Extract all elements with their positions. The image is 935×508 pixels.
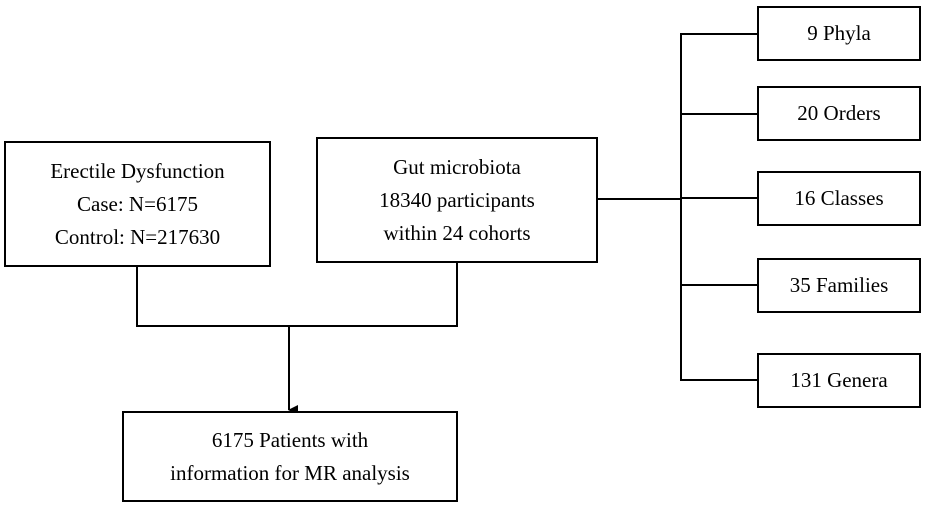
taxa-box-phyla: 9 Phyla: [757, 6, 921, 61]
taxa-label: 20 Orders: [797, 101, 881, 125]
gut-title: Gut microbiota: [393, 154, 521, 179]
result-line-1: 6175 Patients with: [211, 427, 369, 452]
taxa-label: 9 Phyla: [807, 21, 871, 45]
ed-case-count: Case: N=6175: [77, 191, 198, 216]
taxa-label: 35 Families: [789, 273, 889, 297]
erectile-dysfunction-box: Erectile Dysfunction Case: N=6175 Contro…: [4, 141, 271, 267]
ed-title: Erectile Dysfunction: [50, 158, 225, 183]
taxa-box-classes: 16 Classes: [757, 171, 921, 226]
taxa-box-genera: 131 Genera: [757, 353, 921, 408]
gut-microbiota-box: Gut microbiota 18340 participants within…: [316, 137, 598, 263]
taxa-label: 131 Genera: [790, 368, 888, 392]
gut-cohorts: within 24 cohorts: [383, 220, 531, 245]
gut-participants: 18340 participants: [379, 187, 535, 212]
ed-control-count: Control: N=217630: [54, 224, 221, 249]
result-line-2: information for MR analysis: [170, 460, 410, 485]
taxa-box-families: 35 Families: [757, 258, 921, 313]
taxa-label: 16 Classes: [794, 186, 884, 210]
taxa-box-orders: 20 Orders: [757, 86, 921, 141]
result-box: 6175 Patients with information for MR an…: [122, 411, 458, 502]
